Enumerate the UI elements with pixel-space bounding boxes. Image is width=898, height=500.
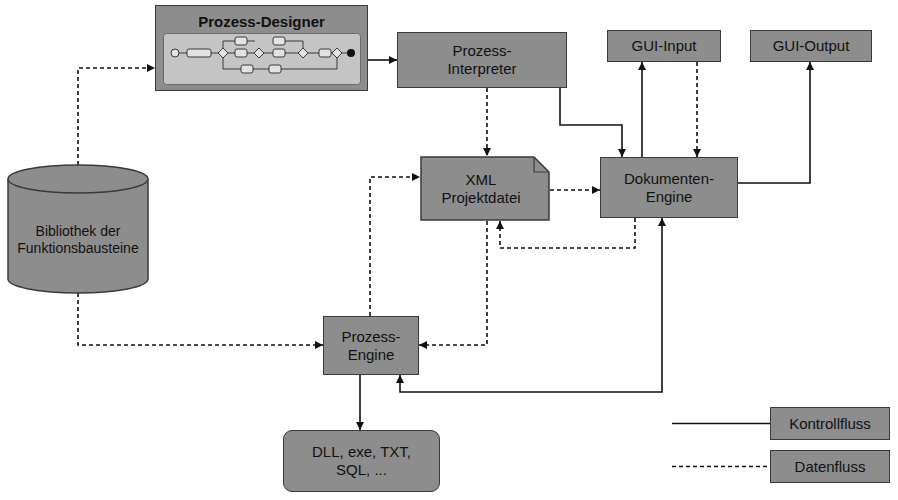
control-flow-arrow — [738, 62, 810, 183]
control-flow-arrow — [400, 218, 662, 392]
legend-label: Datenfluss — [795, 458, 866, 475]
control-flow-arrow — [359, 375, 361, 430]
cylinder-rim — [8, 179, 148, 193]
library-cylinder: Bibliothek der Funktionsbausteine — [7, 165, 149, 293]
control-flow-arrow — [368, 59, 397, 61]
node-label: Prozess-Designer — [198, 13, 325, 31]
control-flow-arrow — [641, 62, 643, 157]
data-flow-arrow — [500, 218, 635, 248]
legend-box: Kontrollfluss — [770, 407, 890, 440]
node-label: Dokumenten- Engine — [619, 170, 719, 206]
engine-box: Prozess- Engine — [323, 316, 419, 375]
gui-box: GUI-Output — [750, 30, 872, 62]
document-fold — [534, 157, 549, 172]
data-flow-arrow — [486, 88, 488, 156]
document-body — [421, 157, 549, 220]
gui-box: GUI-Input — [607, 30, 721, 62]
legend-line-sample — [672, 423, 770, 425]
output-files-box: DLL, exe, TXT, SQL, ... — [283, 430, 440, 492]
node-label: Bibliothek der Funktionsbausteine — [13, 223, 143, 257]
node-label: GUI-Output — [773, 37, 850, 55]
data-flow-arrow — [370, 177, 420, 316]
control-flow-arrow — [560, 88, 622, 157]
data-flow-arrow — [696, 62, 698, 157]
node-label: GUI-Input — [631, 37, 696, 55]
data-flow-arrow — [78, 293, 323, 345]
data-flow-arrow — [419, 221, 487, 345]
node-label: DLL, exe, TXT, SQL, ... — [306, 443, 418, 479]
legend-label: Kontrollfluss — [789, 415, 871, 432]
node-label: Prozess- Engine — [331, 328, 411, 364]
cylinder-body — [8, 165, 148, 293]
xml-document: XML Projektdatei — [420, 156, 550, 221]
data-flow-arrow — [78, 68, 155, 165]
data-flow-arrow — [550, 189, 600, 191]
process-model-illustration — [163, 33, 361, 85]
interpreter-box: Prozess- Interpreter — [397, 32, 567, 88]
engine-box: Dokumenten- Engine — [600, 157, 738, 218]
legend-box: Datenfluss — [770, 450, 890, 483]
node-label: XML Projektdatei — [431, 171, 531, 207]
node-label: Prozess- Interpreter — [432, 42, 532, 78]
legend-line-sample — [672, 466, 770, 468]
